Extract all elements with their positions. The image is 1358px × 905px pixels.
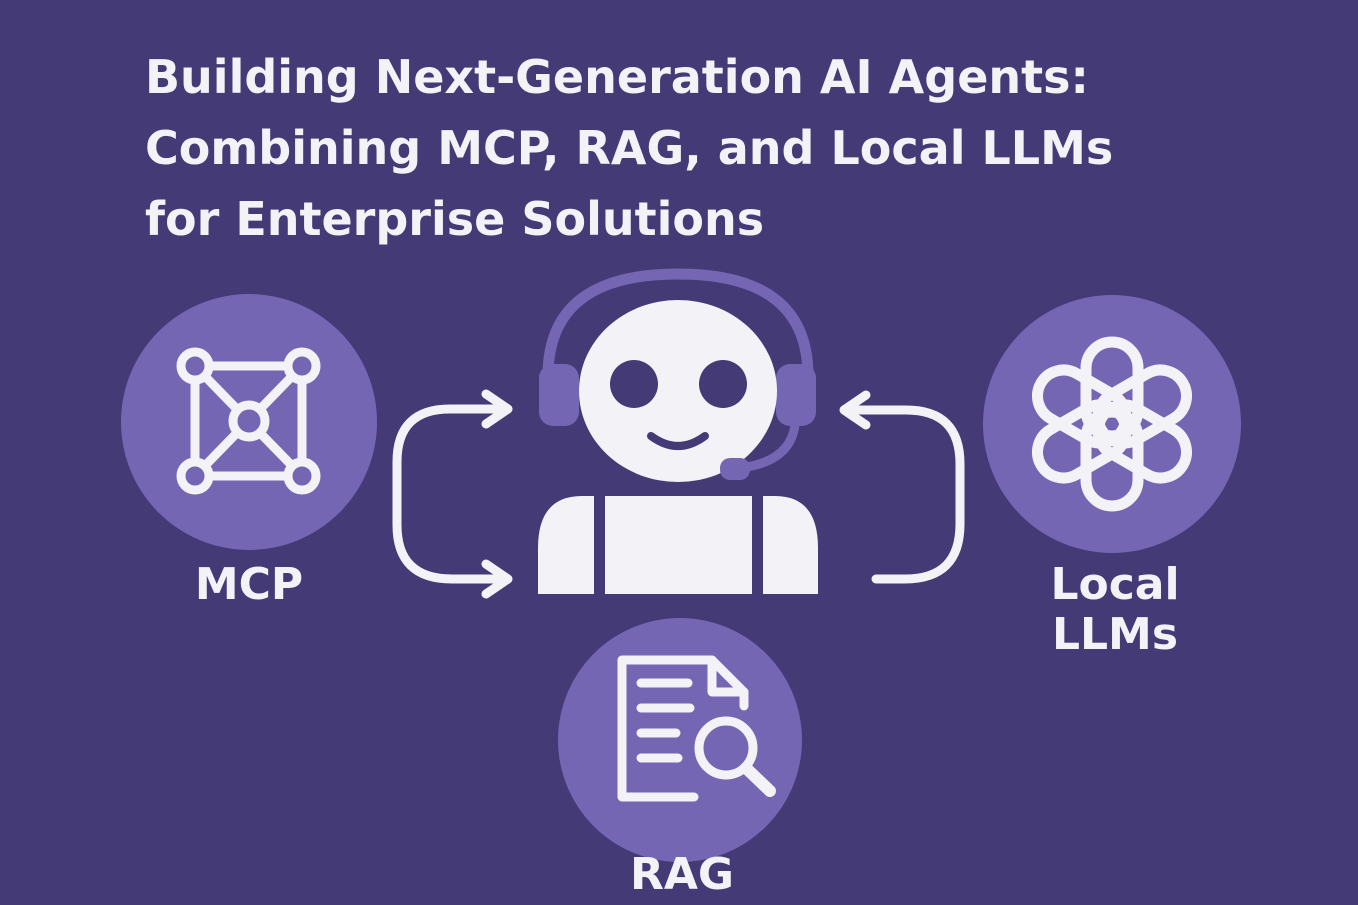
title-line-1: Building Next-Generation AI Agents: — [145, 50, 1089, 104]
left-cycle-arrow — [392, 404, 503, 584]
right-cycle-arrow — [850, 405, 965, 584]
right-arrowhead-top — [839, 390, 871, 430]
left-arrowhead-top — [481, 389, 513, 429]
left-arrowhead-bottom — [481, 559, 513, 599]
local-llms-label-line-1: Local — [1050, 559, 1180, 610]
diagram-title: Building Next-Generation AI Agents: Comb… — [145, 42, 1295, 255]
local-llms-label: Local LLMs — [1015, 560, 1215, 660]
title-line-2: Combining MCP, RAG, and Local LLMs — [145, 121, 1114, 175]
local-llms-label-line-2: LLMs — [1051, 609, 1179, 660]
mcp-label: MCP — [194, 559, 304, 610]
title-line-3: for Enterprise Solutions — [145, 192, 765, 246]
rag-label: RAG — [629, 849, 735, 900]
